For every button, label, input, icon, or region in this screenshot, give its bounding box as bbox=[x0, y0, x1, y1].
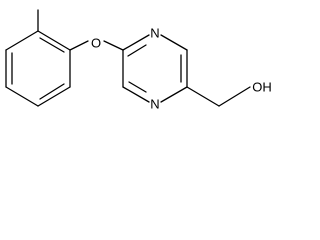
bond-pyr-double-1 bbox=[127, 44, 147, 57]
molecule-drawing: O N N OH bbox=[5, 9, 272, 112]
ether-oxygen-label: O bbox=[91, 36, 101, 51]
bonds bbox=[5, 9, 251, 107]
bond-pyr-4 bbox=[160, 86, 188, 103]
bond-pyr-2 bbox=[160, 34, 188, 51]
bond-tol-4 bbox=[5, 86, 39, 107]
pyrimidine-n1-label: N bbox=[150, 26, 159, 41]
bond-ch2-oh bbox=[218, 86, 251, 107]
structure-canvas: O N N OH bbox=[0, 0, 299, 127]
bond-tol-double-2 bbox=[39, 83, 65, 100]
bond-aryl-oxygen bbox=[69, 40, 89, 51]
bond-pyr-double-3 bbox=[128, 81, 147, 93]
bond-pyr-5 bbox=[122, 86, 150, 103]
atom-labels: O N N OH bbox=[91, 26, 272, 112]
bond-tol-double-1 bbox=[39, 37, 65, 53]
bond-tol-1 bbox=[37, 30, 71, 51]
pyrimidine-n3-label: N bbox=[150, 97, 159, 112]
hydroxyl-label: OH bbox=[252, 80, 272, 95]
bond-oxygen-pyrimidine bbox=[103, 40, 124, 51]
bond-tol-3 bbox=[37, 86, 71, 107]
bond-pyr-1 bbox=[122, 34, 150, 51]
bond-ring-ch2 bbox=[186, 86, 220, 107]
bond-tol-6 bbox=[5, 30, 39, 51]
